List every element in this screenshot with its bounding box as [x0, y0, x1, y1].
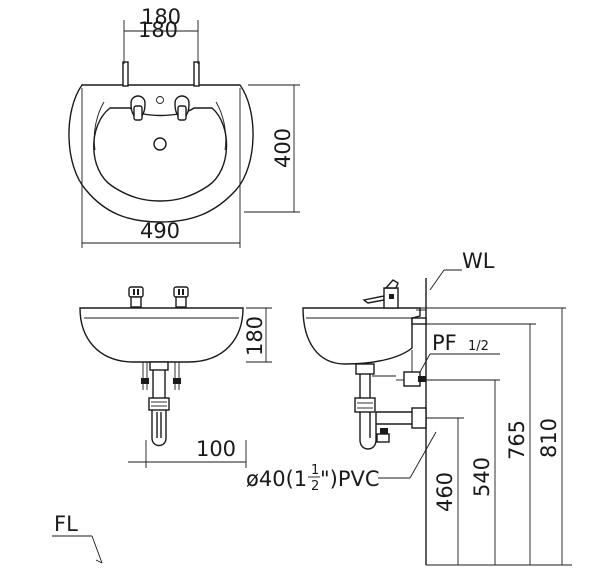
pipe-spec-numerator: 1: [311, 463, 319, 478]
dim-depth: 400: [244, 84, 300, 213]
floor-line-label: FL: [54, 512, 78, 536]
dim-810: 810: [537, 308, 563, 565]
floor-marker: FL: [52, 512, 103, 564]
dim-tap-spacing-a: 180: [141, 5, 181, 29]
dim-width: 490: [81, 88, 241, 248]
left-tap-top: [122, 61, 146, 121]
top-view-rim: [93, 101, 105, 151]
dim-765: 765: [505, 324, 531, 565]
pipe-spec: ø40(1 1 2 ")PVC: [246, 463, 380, 494]
dim-trap-offset: 100: [128, 437, 247, 468]
drain-hole: [153, 137, 167, 151]
side-basin: [302, 307, 421, 365]
dim-bowl-height: 180: [243, 307, 272, 363]
pf-size-label: 1/2: [468, 339, 489, 354]
dim-810-label: 810: [537, 418, 561, 458]
svg-text:ø40(1: ø40(1: [246, 467, 307, 491]
dim-width-label: 490: [140, 219, 180, 243]
dim-765-label: 765: [505, 420, 529, 460]
side-tap: [362, 279, 399, 309]
dim-trap-offset-label: 100: [196, 437, 236, 461]
dim-540: 540: [470, 380, 496, 565]
top-view-outline: [68, 84, 254, 223]
dim-tap-spacing-b: 180: [138, 18, 178, 42]
pipe-spec-prefix: ø40(1: [246, 467, 307, 491]
dim-depth-label: 400: [271, 128, 295, 168]
pipe-spec-suffix: ")PVC: [320, 467, 380, 491]
top-view: 180 180 400 490: [68, 5, 300, 248]
front-right-tap: [173, 286, 189, 308]
dim-460-label: 460: [433, 472, 457, 512]
angle-valve: [396, 350, 426, 387]
front-view: 180 100 FL: [52, 286, 272, 564]
right-tap-top: [174, 61, 200, 121]
top-view-bowl: [93, 107, 228, 202]
pipe-spec-denominator: 2: [311, 479, 319, 494]
side-trap: [354, 363, 427, 450]
svg-text:")PVC: ")PVC: [320, 467, 380, 491]
side-view: WL PF 1/2: [302, 249, 572, 566]
dim-bowl-height-label: 180: [243, 316, 267, 356]
front-basin: [79, 307, 244, 363]
center-tap-hole: [156, 96, 164, 104]
front-trap: [148, 361, 170, 447]
dim-460: 460: [433, 418, 459, 565]
front-left-tap: [128, 286, 144, 308]
dim-tap-spacing: 180 180: [123, 5, 199, 64]
wall-line-label: WL: [462, 249, 495, 273]
pf-label: PF: [432, 331, 457, 355]
dim-540-label: 540: [470, 457, 494, 497]
